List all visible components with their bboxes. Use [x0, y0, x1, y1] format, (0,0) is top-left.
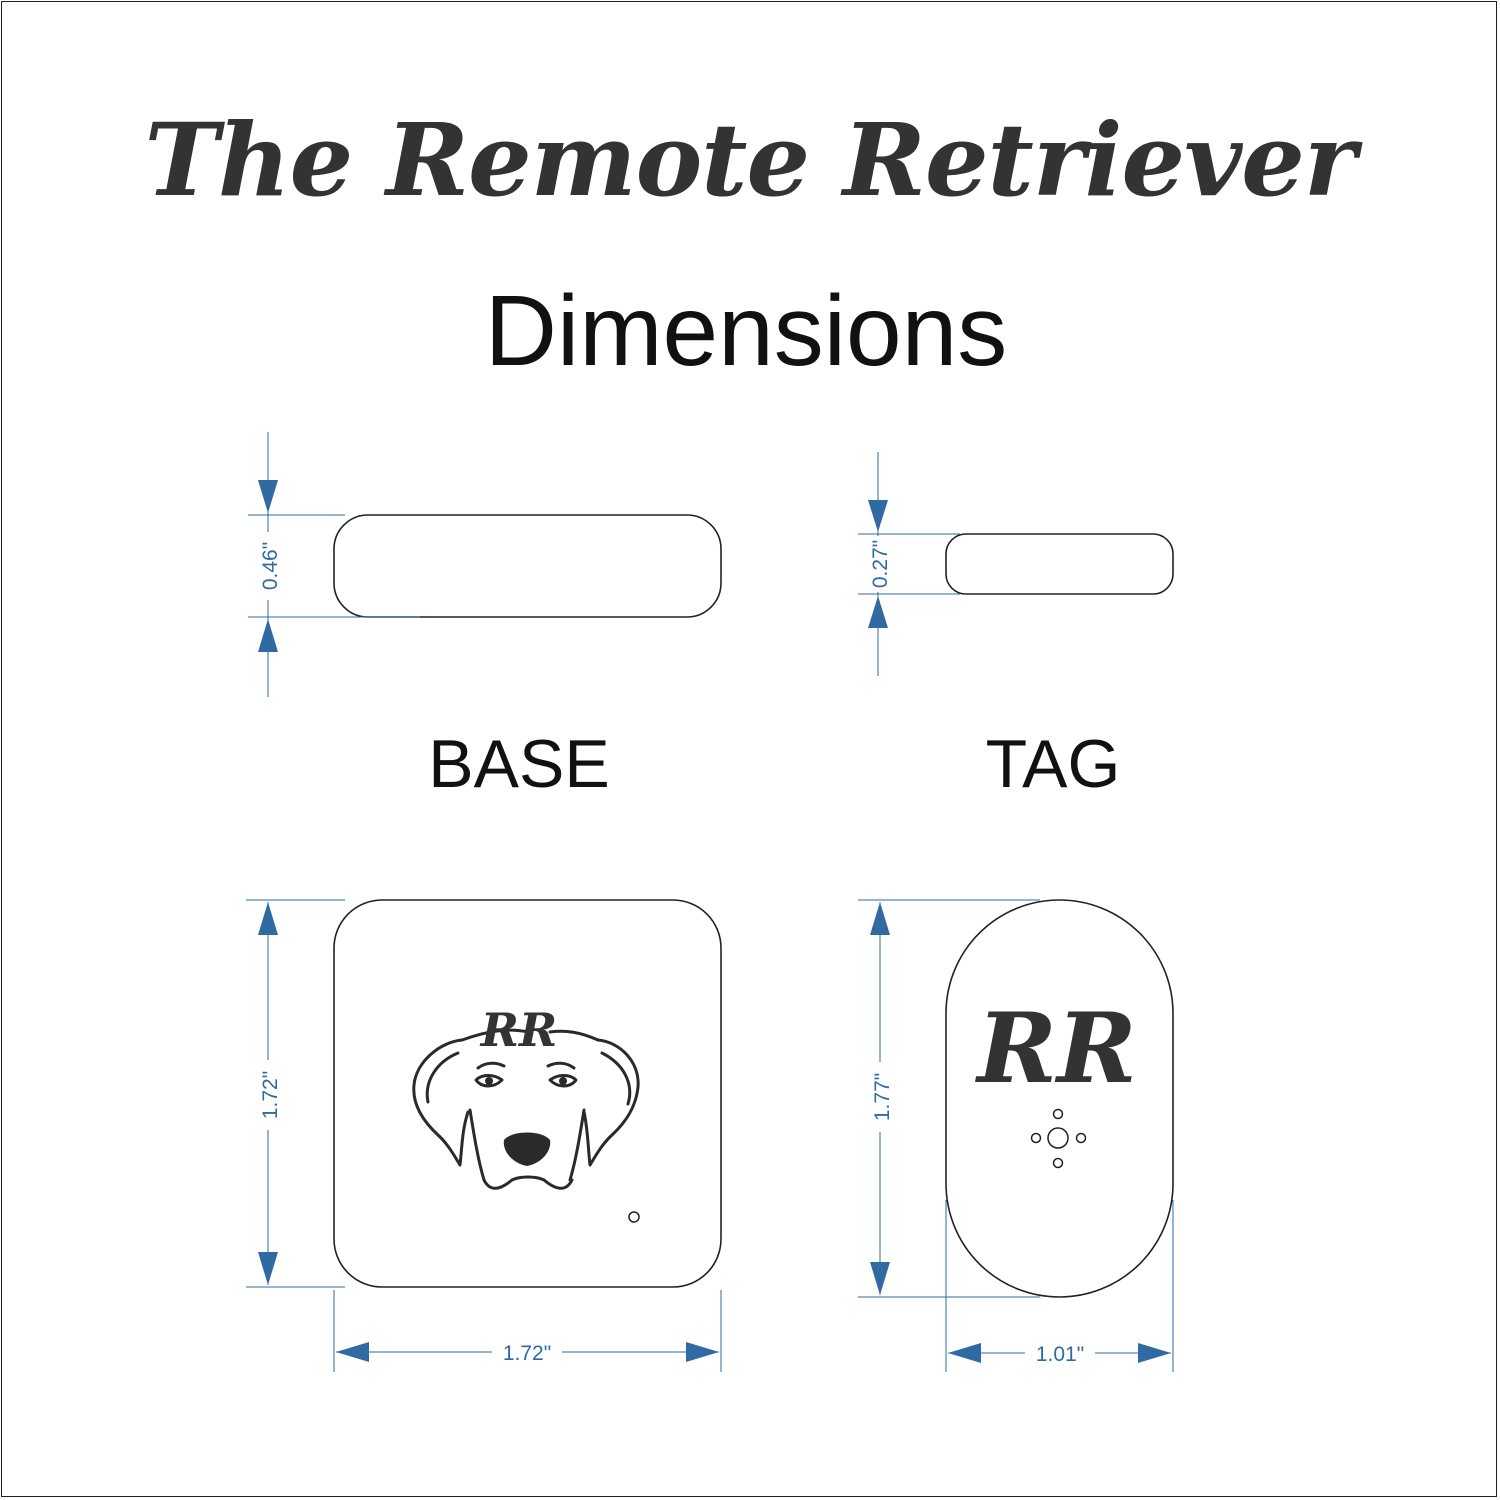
base-label: BASE: [428, 726, 609, 802]
arrow-down-icon: [258, 480, 278, 513]
tag-top-view: 1.77" 1.01" RR: [858, 899, 1174, 1372]
arrow-left-icon: [948, 1343, 981, 1363]
tag-side-view: 0.27": [858, 452, 1174, 676]
base-height-label: 0.46": [259, 542, 282, 590]
tag-top-outline: [945, 899, 1174, 1298]
dog-eye: [485, 1077, 493, 1085]
dog-nose: [503, 1132, 551, 1166]
base-depth-label: 1.72": [259, 1071, 282, 1119]
arrow-up-icon: [258, 619, 278, 652]
dog-eye: [559, 1077, 567, 1085]
button-dots-icon: [1030, 1108, 1087, 1169]
tag-height-label: 0.27": [869, 540, 892, 588]
arrow-down-icon: [868, 500, 888, 532]
base-side-view: 0.46": [248, 432, 722, 697]
base-monogram: RR: [479, 1003, 557, 1057]
arrow-down-icon: [870, 1262, 890, 1295]
retriever-dog-face-icon: [412, 1028, 640, 1190]
brand-title: The Remote Retriever: [144, 101, 1362, 219]
base-top-outline: [333, 899, 722, 1288]
tag-monogram: RR: [974, 992, 1137, 1105]
arrow-right-icon: [1138, 1343, 1171, 1363]
base-top-view: 1.72" 1.72": [246, 899, 722, 1372]
tag-label: TAG: [986, 726, 1121, 802]
arrow-up-icon: [258, 902, 278, 935]
arrow-right-icon: [686, 1342, 719, 1362]
tag-length-label: 1.77": [871, 1073, 894, 1121]
tag-side-outline: [945, 533, 1174, 595]
arrow-up-icon: [870, 902, 890, 935]
base-width-label: 1.72": [503, 1342, 551, 1365]
arrow-down-icon: [258, 1252, 278, 1285]
page-title: Dimensions: [485, 275, 1007, 387]
arrow-up-icon: [868, 596, 888, 628]
tag-width-label: 1.01": [1036, 1343, 1084, 1366]
status-led-icon: [628, 1211, 640, 1223]
base-side-outline: [333, 514, 722, 618]
arrow-left-icon: [336, 1342, 369, 1362]
